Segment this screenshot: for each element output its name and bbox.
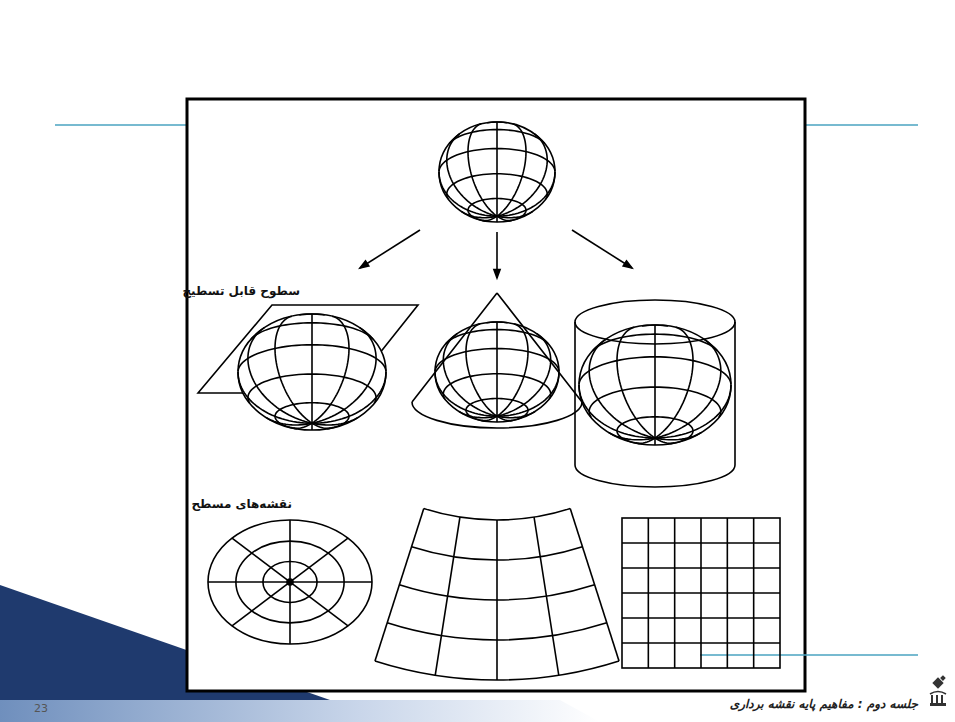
meridian xyxy=(312,423,331,428)
meridian xyxy=(496,322,498,416)
globe-outline xyxy=(439,122,555,222)
meridian xyxy=(466,324,497,416)
azimuthal-map xyxy=(208,520,372,644)
meridian xyxy=(654,325,656,438)
meridian xyxy=(275,316,312,423)
meridian xyxy=(496,122,498,216)
parallel xyxy=(275,403,349,429)
footer-rule xyxy=(700,654,918,656)
arrow-line xyxy=(360,230,420,268)
parallel xyxy=(449,130,545,144)
parallel xyxy=(447,174,547,199)
figures xyxy=(198,122,780,680)
parallel xyxy=(487,121,507,123)
map-heading: نقشه‌های مسطح xyxy=(191,497,292,511)
arrow-line xyxy=(572,230,632,268)
globe-outline xyxy=(435,322,559,422)
meridian xyxy=(311,314,313,423)
parallel xyxy=(642,324,668,326)
conic-map xyxy=(375,509,619,680)
parallel xyxy=(579,357,731,384)
globe-outline xyxy=(238,314,386,430)
meridian xyxy=(312,316,349,423)
meridian xyxy=(468,124,497,216)
globe xyxy=(238,314,386,430)
globe xyxy=(579,325,731,445)
meridian xyxy=(497,212,533,218)
surface-heading: سطوح قابل تسطیح xyxy=(182,284,300,298)
parallel xyxy=(299,313,324,315)
meridian xyxy=(497,416,513,420)
cone-surface xyxy=(412,293,582,402)
figure-frame xyxy=(187,99,805,691)
meridian xyxy=(497,412,535,418)
parallel xyxy=(251,323,373,339)
globe xyxy=(435,322,559,422)
arrow-head xyxy=(360,261,369,268)
meridian xyxy=(497,324,528,416)
globe-outline xyxy=(579,325,731,445)
parallel xyxy=(435,349,559,372)
cylindrical-map xyxy=(622,518,780,668)
globe xyxy=(439,122,555,222)
arrow-head xyxy=(494,270,500,278)
meridian xyxy=(655,438,674,443)
meridian xyxy=(312,418,357,425)
cylinder-top xyxy=(575,300,735,344)
parallel xyxy=(468,198,526,220)
page-number: 23 xyxy=(34,702,48,715)
parallel xyxy=(466,398,528,420)
parallel xyxy=(486,321,507,323)
footer-title: جلسه دوم : مفاهیم پایه نقشه برداری xyxy=(730,697,918,711)
parallel xyxy=(592,334,717,351)
parallel xyxy=(446,330,548,344)
cylinder-surface xyxy=(575,322,735,487)
meridian xyxy=(497,124,526,216)
parallel xyxy=(443,374,550,399)
meridian xyxy=(655,432,702,439)
footer-band xyxy=(0,700,600,722)
parallel xyxy=(589,387,721,417)
meridian xyxy=(497,216,512,220)
parallel xyxy=(617,417,693,444)
parallel xyxy=(439,149,555,172)
parallel xyxy=(238,345,386,371)
arrow-head xyxy=(623,261,632,268)
cone-base xyxy=(412,402,582,428)
parallel xyxy=(248,374,376,403)
logo xyxy=(930,675,946,706)
